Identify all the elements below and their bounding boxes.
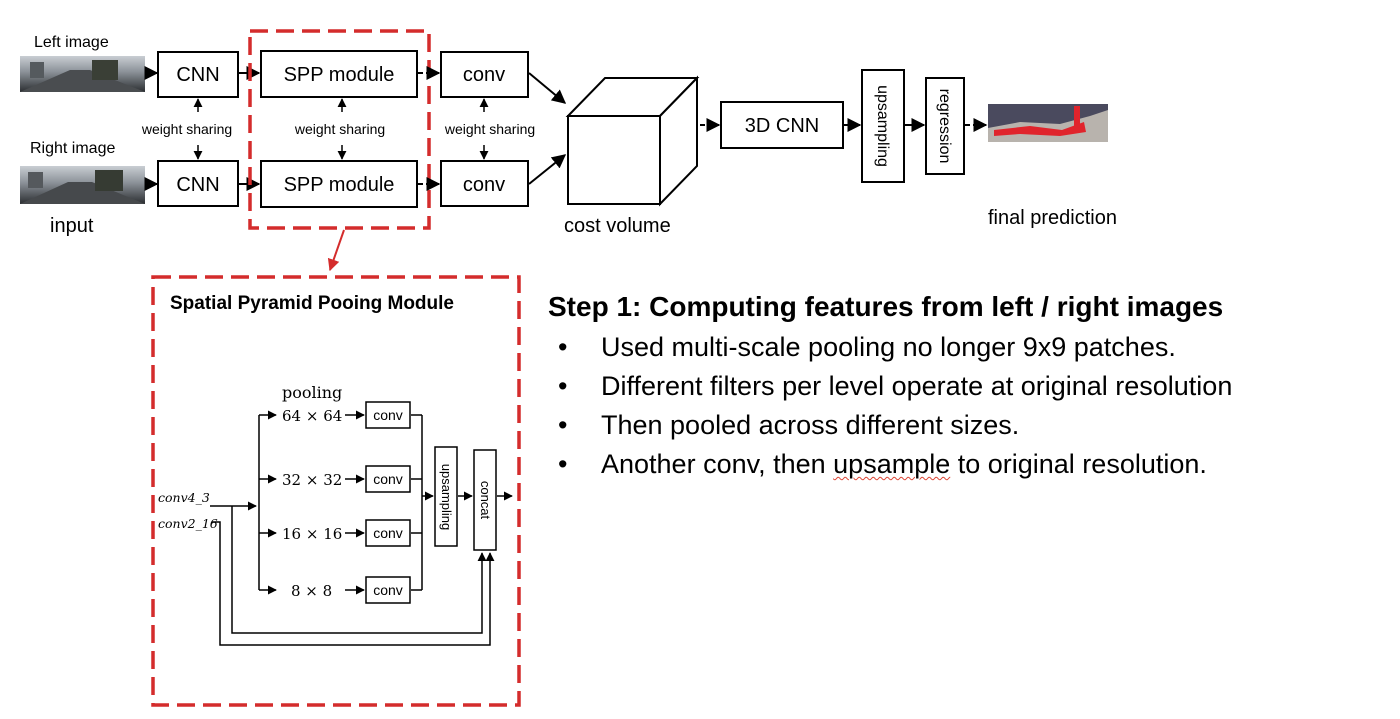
step-bullet: • Different filters per level operate at … <box>548 367 1388 406</box>
spp-module-right-label: SPP module <box>284 174 395 196</box>
spp-module-box-right <box>260 160 418 208</box>
step-bullet: • Then pooled across different sizes. <box>548 406 1388 445</box>
cnn3d-box <box>720 101 844 149</box>
cnn-box-right <box>157 160 239 207</box>
spp-upsampling-label: upsampling <box>439 464 454 531</box>
cnn-box-left-label: CNN <box>176 64 219 86</box>
regression-box <box>925 77 965 175</box>
step-panel: Step 1: Computing features from left / r… <box>548 290 1388 484</box>
spp-concat-box <box>473 449 497 551</box>
pooling-label: pooling <box>282 383 342 402</box>
bullet-icon: • <box>558 449 568 479</box>
left-image-thumbnail <box>20 56 145 92</box>
step-bullet-list: • Used multi-scale pooling no longer 9x9 … <box>548 328 1388 484</box>
weight-sharing-label-conv: weight sharing <box>444 121 535 137</box>
right-image-thumbnail <box>20 166 145 204</box>
spp-conv-label-3: conv <box>373 525 403 541</box>
conv-box-right-label: conv <box>463 174 505 196</box>
step-title: Step 1: Computing features from left / r… <box>548 291 1224 322</box>
pool-size-8: 8 × 8 <box>291 582 332 600</box>
pool-size-16: 16 × 16 <box>282 525 342 543</box>
spp-conv-box-2 <box>365 465 411 493</box>
spp-conv-label-4: conv <box>373 582 403 598</box>
step-bullet: • Another conv, then upsample to original… <box>548 445 1388 484</box>
weight-sharing-label-spp: weight sharing <box>294 121 385 137</box>
regression-label: regression <box>936 89 953 164</box>
cost-volume-cube <box>565 75 700 207</box>
spp-conv-label-2: conv <box>373 471 403 487</box>
spp-module-box-left <box>260 50 418 98</box>
final-prediction-label: final prediction <box>988 207 1117 229</box>
final-prediction-image <box>988 104 1108 142</box>
spp-conv-label-1: conv <box>373 407 403 423</box>
spp-detail-title: Spatial Pyramid Pooing Module <box>170 293 454 314</box>
spp-module-left-label: SPP module <box>284 64 395 86</box>
spp-highlight-frame <box>248 29 431 230</box>
spp-conv-box-1 <box>365 401 411 429</box>
left-image-label: Left image <box>34 34 109 51</box>
right-image-label: Right image <box>30 140 115 157</box>
input-conv4-label: conv4_3 <box>158 490 210 505</box>
cnn3d-label: 3D CNN <box>745 115 819 137</box>
input-conv2-label: conv2_16 <box>158 516 218 531</box>
conv-box-right <box>440 160 529 207</box>
step-bullet-text: Different filters per level operate at o… <box>601 371 1233 401</box>
step-bullet-text: Used multi-scale pooling no longer 9x9 p… <box>601 332 1176 362</box>
spp-zoom-arrow <box>327 229 345 272</box>
bullet-icon: • <box>558 410 568 440</box>
step-bullet-text: Then pooled across different sizes. <box>601 410 1020 440</box>
bullet-icon: • <box>558 371 568 401</box>
pool-size-32: 32 × 32 <box>282 471 342 489</box>
spellcheck-word: upsample <box>833 449 951 479</box>
conv-box-left <box>440 51 529 98</box>
cnn-box-right-label: CNN <box>176 174 219 196</box>
weight-sharing-label-cnn: weight sharing <box>141 121 232 137</box>
pool-size-64: 64 × 64 <box>282 407 342 425</box>
input-label: input <box>50 215 94 237</box>
step-bullet-text-tail: to original resolution. <box>950 449 1207 479</box>
spp-upsampling-box <box>434 446 458 547</box>
cnn-box-left <box>157 51 239 98</box>
spp-conv-box-3 <box>365 519 411 547</box>
upsampling-box <box>861 69 905 183</box>
spp-concat-label: concat <box>478 481 493 520</box>
upsampling-label: upsampling <box>874 85 891 167</box>
cost-volume-label: cost volume <box>564 215 671 237</box>
bullet-icon: • <box>558 332 568 362</box>
spp-detail-frame <box>151 275 521 707</box>
step-bullet-text: Another conv, then <box>601 449 834 479</box>
step-bullet: • Used multi-scale pooling no longer 9x9 … <box>548 328 1388 367</box>
conv-box-left-label: conv <box>463 64 505 86</box>
spp-conv-box-4 <box>365 576 411 604</box>
